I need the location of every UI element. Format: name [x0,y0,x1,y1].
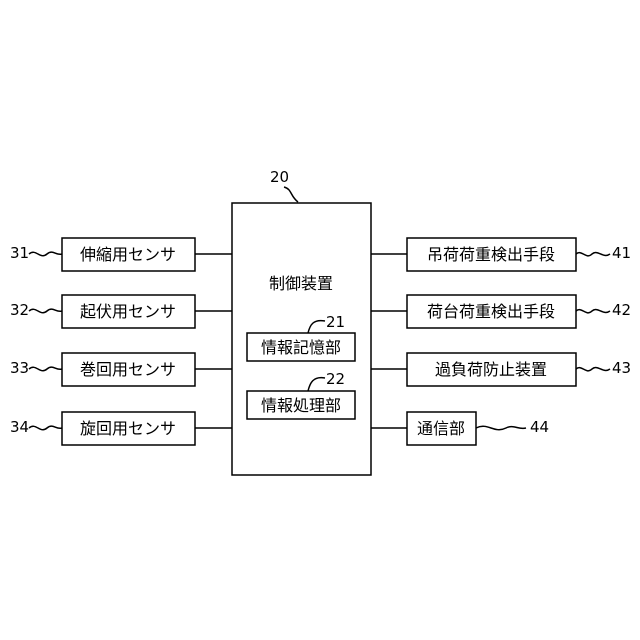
output-ref: 43 [612,359,631,377]
processor-label: 情報処理部 [261,396,341,415]
sensor-label: 伸縮用センサ [80,245,176,264]
output-block: 吊荷荷重検出手段 41 [371,238,631,271]
output-ref-leader [576,310,610,313]
sensor-ref: 31 [10,244,29,262]
output-label: 荷台荷重検出手段 [427,302,555,321]
sensor-block: 起伏用センサ 32 [10,295,232,328]
sensor-block: 伸縮用センサ 31 [10,238,232,271]
sensor-label: 起伏用センサ [80,302,176,321]
output-block: 過負荷防止装置 43 [371,353,631,386]
output-block: 通信部 44 [371,412,549,445]
sensor-ref-leader [29,252,62,256]
storage-ref: 21 [326,313,345,331]
output-label: 過負荷防止装置 [435,360,547,379]
sensor-ref: 32 [10,301,29,319]
controller-ref: 20 [270,168,289,186]
output-ref-leader [576,253,610,256]
output-ref: 41 [612,244,631,262]
sensor-ref: 33 [10,359,29,377]
output-ref-leader [576,368,610,371]
output-ref-leader [476,426,526,429]
controller-ref-leader [284,187,298,202]
sensor-block: 旋回用センサ 34 [10,412,232,445]
sensor-ref-leader [29,367,62,371]
output-label: 通信部 [417,419,465,438]
sensor-ref-leader [29,426,62,430]
controller-label: 制御装置 [269,274,333,293]
sensor-ref: 34 [10,418,29,436]
output-label: 吊荷荷重検出手段 [427,245,555,264]
sensor-label: 巻回用センサ [80,360,176,379]
sensor-label: 旋回用センサ [80,419,176,438]
controller-block: 制御装置 20 [232,168,371,475]
sensor-ref-leader [29,309,62,313]
output-block: 荷台荷重検出手段 42 [371,295,631,328]
storage-label: 情報記憶部 [261,338,341,357]
sensor-block: 巻回用センサ 33 [10,353,232,386]
output-ref: 42 [612,301,631,319]
output-ref: 44 [530,418,549,436]
processor-ref: 22 [326,370,345,388]
